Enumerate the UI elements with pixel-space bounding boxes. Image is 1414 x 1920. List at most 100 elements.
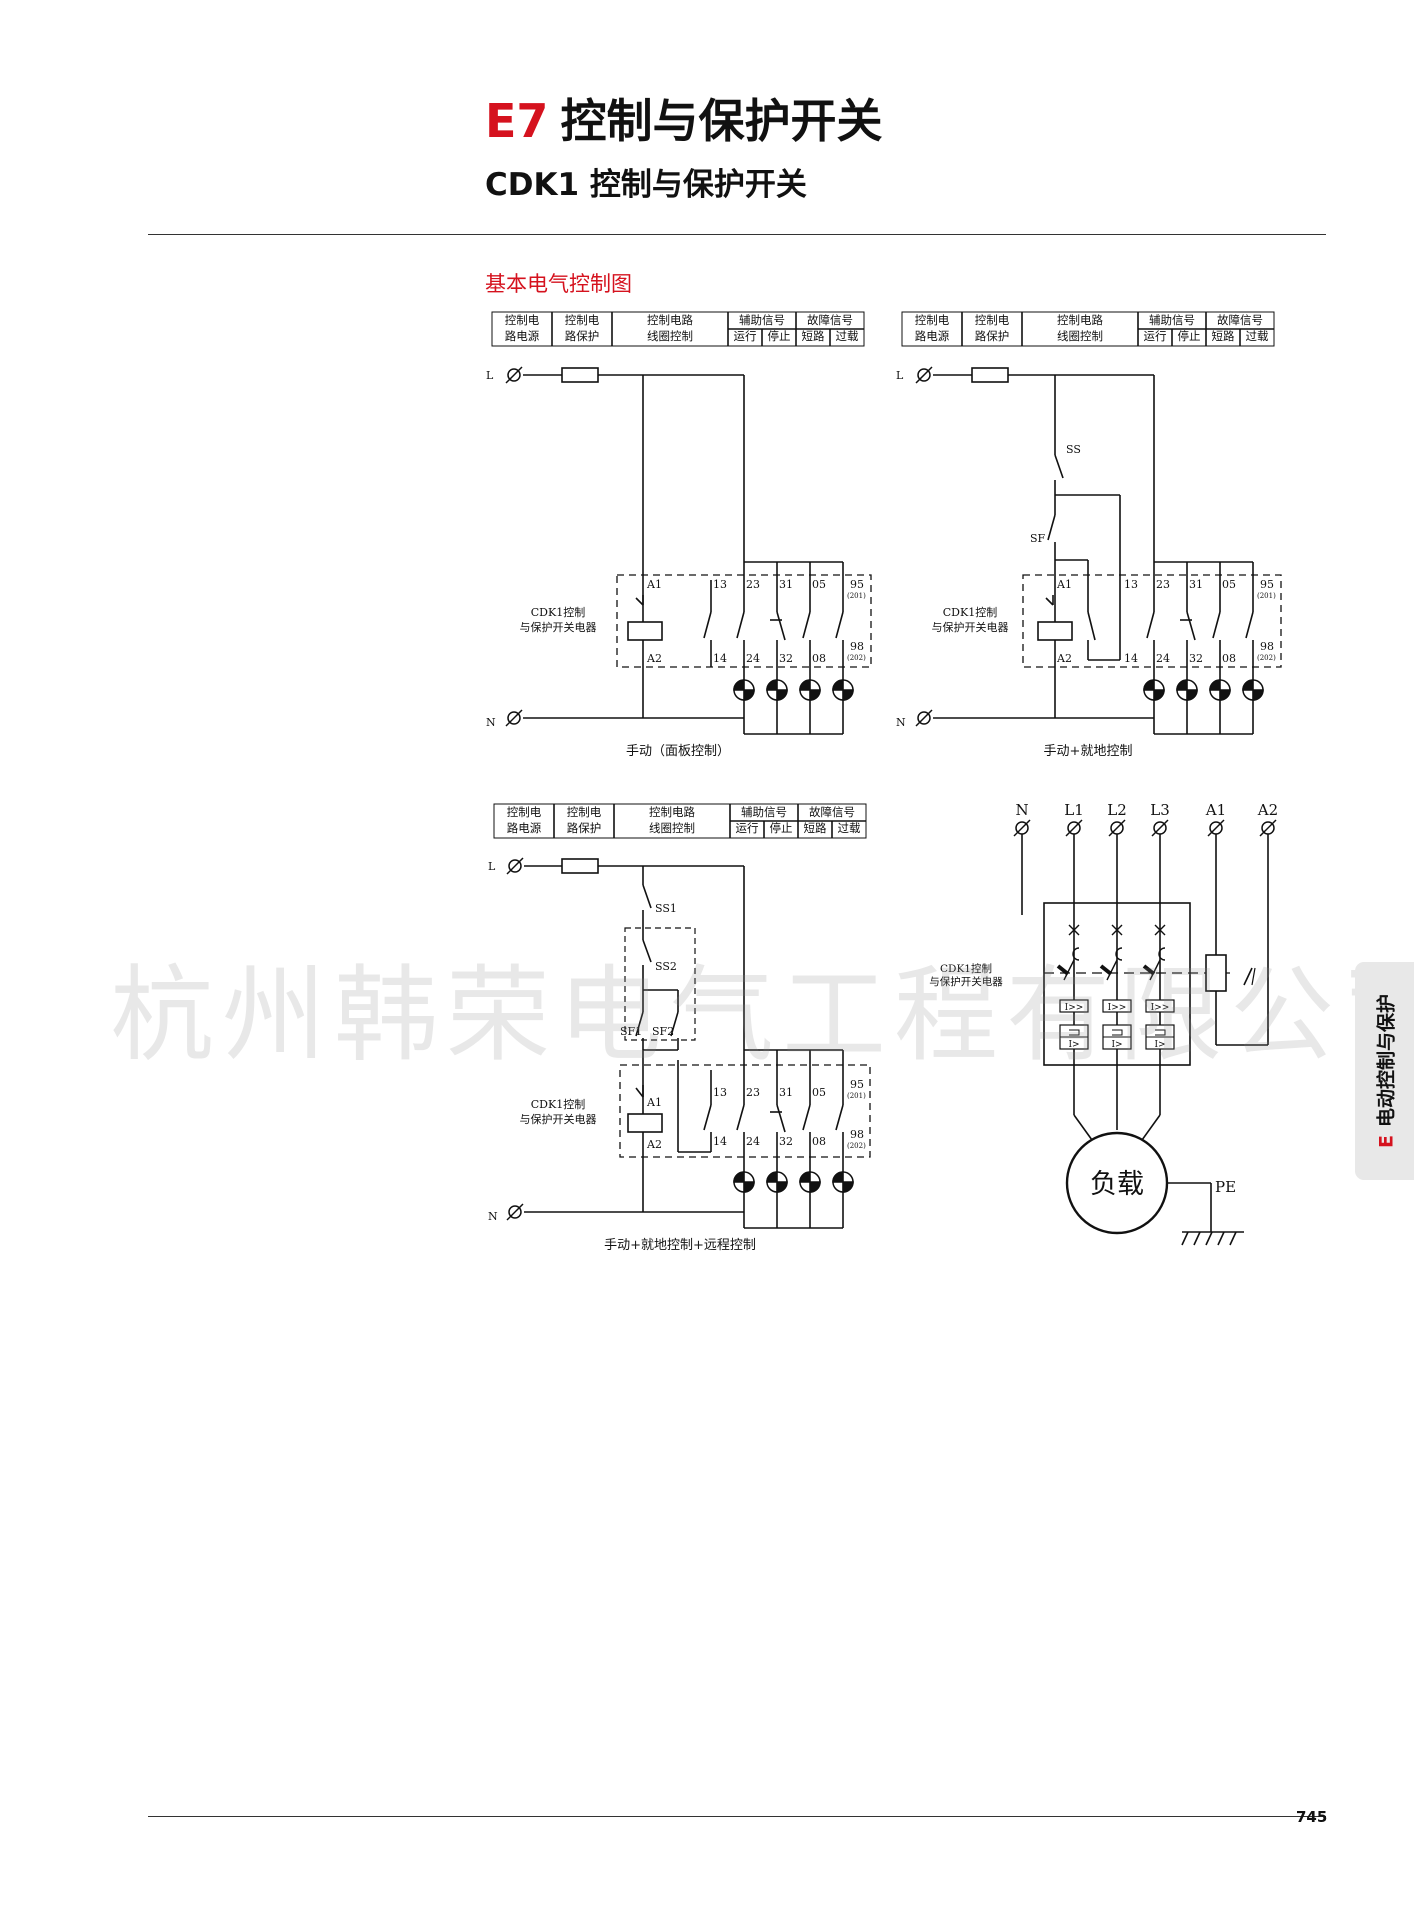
d2-device-b: 与保护开关电器 (932, 620, 1009, 634)
hdr1-aux-run: 运行 (734, 329, 757, 343)
side-tab-label: E电动控制与保护 (1371, 994, 1398, 1148)
d1-t31: 31 (779, 578, 793, 591)
d1-t202: (202) (847, 654, 866, 662)
d1-device-a: CDK1控制 (531, 605, 585, 619)
d2-t98: 98 (1260, 640, 1274, 653)
d3-label-sf2: SF2 (652, 1025, 674, 1038)
caption-manual-local: 手动+就地控制 (1044, 744, 1133, 759)
power-i-short-2: I>> (1108, 1003, 1127, 1013)
power-i-short-1: I>> (1065, 1003, 1084, 1013)
d3-device-b: 与保护开关电器 (520, 1112, 597, 1126)
d3-label-sf1: SF1 (620, 1025, 642, 1038)
caption-manual: 手动（面板控制） (626, 744, 730, 759)
diagram-manual-local-remote (493, 803, 871, 1229)
d2-t202: (202) (1257, 654, 1276, 662)
d2-t95: 95 (1260, 578, 1274, 591)
bottom-divider (148, 1816, 1326, 1817)
d2-label-ss: SS (1066, 443, 1081, 456)
hdr2-col1-b: 路电源 (915, 329, 950, 343)
power-i-over-1: I> (1068, 1040, 1079, 1050)
hdr1-col1-b: 路电源 (505, 329, 540, 343)
d1-a2: A2 (646, 652, 662, 665)
d2-t14: 14 (1124, 652, 1138, 665)
d3-t08: 08 (812, 1135, 826, 1148)
d1-t08: 08 (812, 652, 826, 665)
hdr2-col3-b: 线圈控制 (1057, 329, 1103, 343)
d3-label-ss2: SS2 (655, 960, 677, 973)
power-terminal-l3: L3 (1150, 801, 1170, 819)
hdr3-aux-stop: 停止 (770, 821, 793, 835)
d1-t32: 32 (779, 652, 793, 665)
d1-a1: A1 (646, 578, 662, 591)
power-device-b: 与保护开关电器 (929, 975, 1003, 988)
power-terminal-a1: A1 (1205, 801, 1226, 819)
d3-a2: A2 (646, 1138, 662, 1151)
d1-t98: 98 (850, 640, 864, 653)
d3-t31: 31 (779, 1086, 793, 1099)
d2-a1: A1 (1056, 578, 1072, 591)
hdr2-col2-a: 控制电 (975, 313, 1010, 327)
power-load: 负载 (1090, 1169, 1144, 1200)
d1-label-n: N (486, 716, 496, 729)
hdr3-col1-a: 控制电 (507, 805, 542, 819)
top-divider (148, 234, 1326, 235)
watermark: 杭州韩荣电气工程有限公司 (110, 954, 1414, 1076)
section-side-tab[interactable]: E电动控制与保护 (1355, 962, 1414, 1180)
d2-t13: 13 (1124, 578, 1138, 591)
hdr2-col1-a: 控制电 (915, 313, 950, 327)
d3-t95: 95 (850, 1078, 864, 1091)
hdr3-fault-over: 过载 (838, 821, 861, 835)
side-tab-letter: E (1375, 1135, 1397, 1148)
d1-label-l: L (486, 369, 494, 382)
power-terminal-l1: L1 (1064, 801, 1084, 819)
d2-t31: 31 (1189, 578, 1203, 591)
d3-t98: 98 (850, 1128, 864, 1141)
hdr2-fault: 故障信号 (1217, 313, 1263, 327)
hdr2-col3-a: 控制电路 (1057, 313, 1103, 327)
d3-label-ss1: SS1 (655, 902, 677, 915)
d3-t13: 13 (713, 1086, 727, 1099)
d3-t14: 14 (713, 1135, 727, 1148)
hdr3-col2-b: 路保护 (567, 821, 602, 835)
d3-label-n: N (488, 1210, 498, 1223)
hdr3-fault: 故障信号 (809, 805, 855, 819)
d2-t201: (201) (1257, 592, 1276, 600)
d1-t23: 23 (746, 578, 760, 591)
hdr1-col2-a: 控制电 (565, 313, 600, 327)
diagram-text: 控制电 路电源 控制电 路保护 控制电路 线圈控制 辅助信号 运行 停止 故障信… (486, 313, 1278, 1253)
diagram-power-wiring (1013, 819, 1277, 1246)
hdr3-aux-run: 运行 (736, 821, 759, 835)
hdr2-fault-over: 过载 (1246, 329, 1269, 343)
d1-t95: 95 (850, 578, 864, 591)
d2-label-n: N (896, 716, 906, 729)
d2-device-a: CDK1控制 (943, 605, 997, 619)
page-subtitle: CDK1 控制与保护开关 (485, 167, 807, 203)
d2-t23: 23 (1156, 578, 1170, 591)
hdr3-col2-a: 控制电 (567, 805, 602, 819)
page-number: 745 (1296, 1808, 1328, 1826)
d3-t24: 24 (746, 1135, 760, 1148)
hdr2-aux: 辅助信号 (1149, 313, 1195, 327)
hdr1-col3-a: 控制电路 (647, 313, 693, 327)
hdr2-col2-b: 路保护 (975, 329, 1010, 343)
section-heading: 基本电气控制图 (485, 272, 632, 296)
hdr3-aux: 辅助信号 (741, 805, 787, 819)
hdr1-aux-stop: 停止 (768, 329, 791, 343)
d3-t05: 05 (812, 1086, 826, 1099)
d3-device-a: CDK1控制 (531, 1097, 585, 1111)
power-device-a: CDK1控制 (940, 962, 992, 975)
hdr1-fault-short: 短路 (802, 329, 825, 343)
power-i-over-2: I> (1111, 1040, 1122, 1050)
hdr3-fault-short: 短路 (804, 821, 827, 835)
power-pe: PE (1215, 1178, 1236, 1196)
d3-label-l: L (488, 860, 496, 873)
d1-t05: 05 (812, 578, 826, 591)
power-i-short-3: I>> (1151, 1003, 1170, 1013)
d2-t24: 24 (1156, 652, 1170, 665)
d3-t23: 23 (746, 1086, 760, 1099)
d1-t24: 24 (746, 652, 760, 665)
d2-a2: A2 (1056, 652, 1072, 665)
d3-t201: (201) (847, 1092, 866, 1100)
